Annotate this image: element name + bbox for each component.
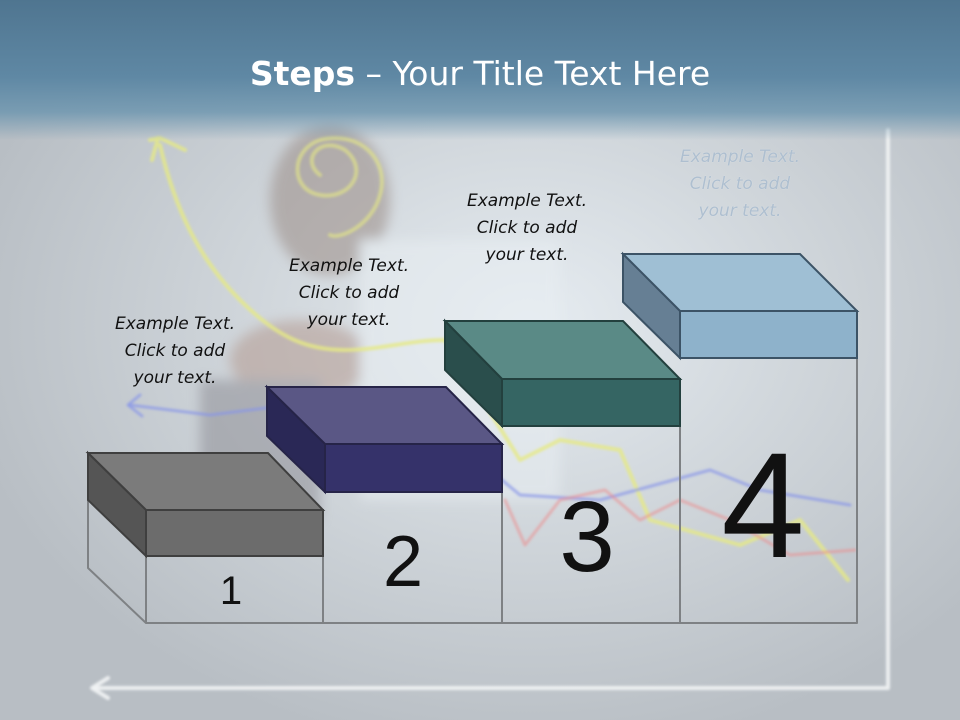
slide-title[interactable]: Steps – Your Title Text Here — [0, 52, 960, 96]
step-3-block[interactable] — [442, 318, 683, 429]
step-2-block[interactable] — [264, 384, 505, 495]
step-1-caption[interactable]: Example Text. Click to add your text. — [114, 314, 236, 388]
step-2-caption[interactable]: Example Text. Click to add your text. — [288, 256, 410, 330]
step-2-front — [324, 443, 503, 493]
step-4-block[interactable] — [620, 251, 860, 361]
step-1-number: 1 — [220, 569, 242, 613]
title-bold-part: Steps — [249, 54, 356, 93]
step-2-number: 2 — [383, 522, 423, 602]
step-3-front — [501, 378, 681, 427]
step-1-front — [145, 509, 324, 557]
title-rest-part: – Your Title Text Here — [355, 54, 711, 93]
step-4-caption[interactable]: Example Text. Click to add your text. — [679, 147, 801, 221]
title-band — [0, 0, 960, 140]
step-1-block[interactable] — [85, 450, 326, 559]
step-4-front — [679, 310, 858, 359]
step-4-number: 4 — [721, 421, 804, 589]
step-3-caption[interactable]: Example Text. Click to add your text. — [466, 191, 588, 265]
step-3-number: 3 — [559, 481, 615, 593]
